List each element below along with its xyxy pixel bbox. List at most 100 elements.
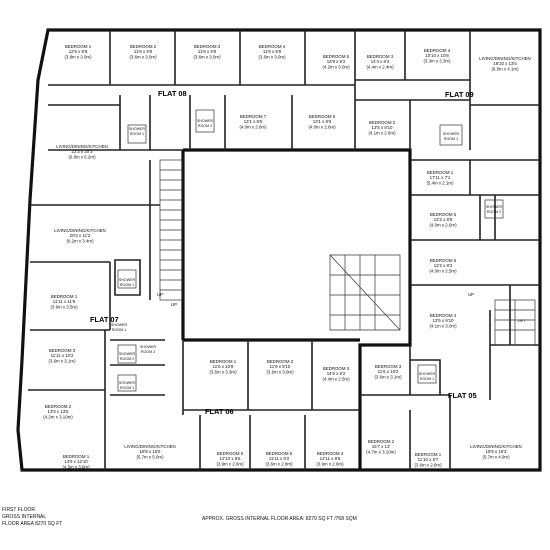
room-label-line: BEDROOM 6 (430, 212, 457, 217)
room-label-line: 15'7 x 13' (372, 444, 391, 449)
room-label-line: LIVING/DINING/KITCHEN (124, 444, 175, 449)
room-label-line: 14'6 x 8'2 (327, 371, 346, 376)
room-label-line: (3.6m x 3.5m) (50, 304, 78, 309)
flat-08-label: FLAT 08 (158, 89, 187, 98)
room-label-line: SHOWER (443, 132, 460, 136)
room-label-line: (3.9m x 2.6m) (216, 461, 244, 466)
room-label-line: LIVING/DINING/KITCHEN (56, 144, 107, 149)
room-label-line: BEDROOM 2 (267, 359, 294, 364)
room-label-line: 10'10 x 10'8 (425, 53, 449, 58)
room-label-line: BEDROOM 2 (45, 404, 72, 409)
stairs (159, 159, 536, 346)
room-label-line: BEDROOM 3 (194, 44, 221, 49)
stair-up-label: UP (171, 302, 177, 307)
room-label-line: BEDROOM 2 (369, 120, 396, 125)
room-label-line: BEDROOM 2 (130, 44, 157, 49)
room-label-line: 22'3 x 20'3 (72, 149, 94, 154)
room-label-line: BEDROOM 1 (65, 44, 92, 49)
room-label-line: 11'10 x 8'7 (418, 457, 439, 462)
room-label-line: BEDROOM 4 (259, 44, 286, 49)
room-label-line: (3.5m x 3.3m) (209, 369, 237, 374)
room-label-line: SHOWER (197, 119, 214, 123)
room-label-line: (4.1m x 3.0m) (429, 323, 457, 328)
room-label-line: 19'10 x 13'5 (493, 61, 517, 66)
room-label-line: SHOWER (119, 381, 136, 385)
room-label-line: (4.7m x 3.10m) (366, 449, 396, 454)
room-label-line: BEDROOM 3 (367, 54, 394, 59)
room-label-line: 11'11 x 10'2 (51, 353, 74, 358)
room-label-line: (4.4m x 2.4m) (366, 64, 394, 69)
flat-06-label: FLAT 06 (205, 407, 234, 416)
room-label-line: (3.6m x 3.0m) (258, 54, 286, 59)
room-label-line: (3.6m x 2.8m) (265, 461, 293, 466)
room-label-line: LIVING/DINING/KITCHEN (54, 228, 105, 233)
room-label-line: 13'5 x 9'10 (433, 318, 455, 323)
room-label-line: (6.2m x 3.4m) (66, 238, 94, 243)
footer-notes: FIRST FLOOR GROSS INTERNAL FLOOR AREA 82… (2, 507, 357, 527)
room-label-line: SHOWER (419, 372, 436, 376)
room-label-line: ROOM 1 (120, 386, 134, 390)
flat-labels: FLAT 08 FLAT 09 FLAT 07 FLAT 06 FLAT 05 (90, 89, 477, 416)
flat-05-label: FLAT 05 (448, 391, 477, 400)
room-label-line: ROOM 2 (120, 357, 134, 361)
internal-walls (28, 30, 540, 470)
room-label-line: (3.6m x 3.0m) (266, 369, 294, 374)
floor-name: FIRST FLOOR (2, 507, 35, 513)
room-label-line: ROOM 2 (487, 210, 501, 214)
room-label-line: BEDROOM 5 (266, 451, 293, 456)
room-label-line: 11'6 x 10'9 (213, 364, 234, 369)
room-label-line: (4.0m x 2.6m) (239, 124, 267, 129)
room-label-line: SHOWER (119, 352, 136, 356)
room-label-line: (3.6m x 3.1m) (48, 358, 76, 363)
room-label-line: 17'11 x 7'1 (430, 175, 451, 180)
room-label-line: 11'9 x 9'9 (134, 49, 153, 54)
room-label-line: BEDROOM 7 (240, 114, 267, 119)
room-label-line: (4.1m x 2.6m) (368, 130, 396, 135)
room-label-line: (3.6m x 2.6m) (414, 462, 442, 467)
room-label-line: ROOM 1 (112, 328, 126, 332)
room-label-line: BEDROOM 3 (323, 366, 350, 371)
room-label-line: ROOM 2 (141, 350, 155, 354)
room-label-line: 11'6 x 10'2 (378, 369, 399, 374)
room-label-line: (5.7m x 5.0m) (136, 454, 164, 459)
markers: UP UP LIFT UP (157, 292, 526, 323)
room-label-line: 13'9 x 13'5 (48, 409, 70, 414)
outer-walls (16, 28, 542, 472)
room-label-line: ROOM 2 (198, 124, 212, 128)
room-label-line: LIVING/DINING/KITCHEN (470, 444, 521, 449)
room-label-line: BEDROOM 6 (217, 451, 244, 456)
room-label-line: 12'6 x 9'9 (69, 49, 88, 54)
room-label-line: (4.0m x 2.5m) (429, 268, 457, 273)
room-label-line: ROOM 1 (130, 132, 144, 136)
